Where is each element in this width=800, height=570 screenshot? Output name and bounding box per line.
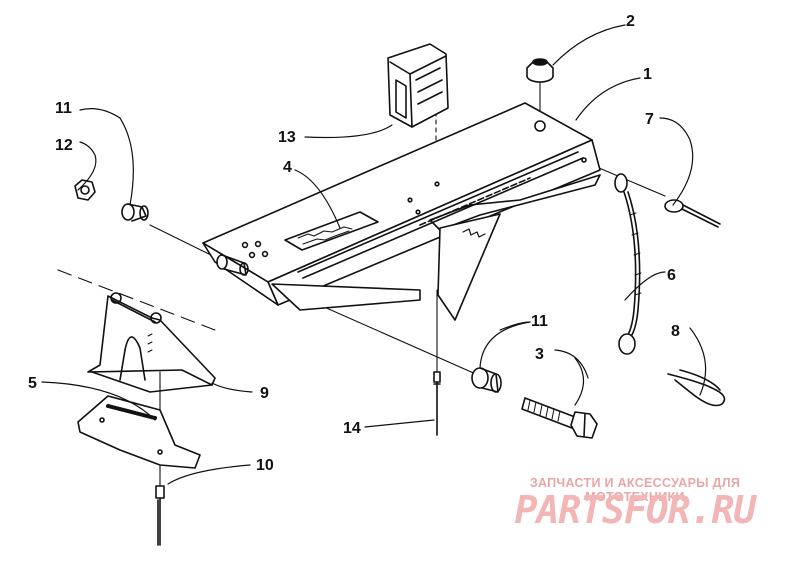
mount-stand [87, 292, 216, 393]
clip-part [387, 43, 449, 128]
callout-1: 1 [643, 66, 652, 83]
main-plate [202, 102, 601, 321]
callout-9: 9 [260, 385, 269, 402]
callout-5: 5 [28, 375, 37, 392]
callout-12: 12 [55, 137, 73, 154]
rivet-center [433, 371, 441, 436]
base-pad [77, 395, 201, 469]
callout-11-upper: 11 [55, 100, 72, 117]
callout-labels: 1 2 3 4 5 6 7 8 9 10 11 11 12 13 14 [28, 13, 680, 474]
callout-2: 2 [626, 13, 635, 30]
watermark-tagline: ЗАПЧАСТИ И АКСЕССУАРЫ ДЛЯ МОТОТЕХНИКИ [529, 476, 741, 504]
rivet-lower [155, 485, 165, 546]
retaining-pin [664, 199, 721, 228]
bushing-mid [216, 254, 249, 276]
callout-3: 3 [535, 346, 544, 363]
callout-8: 8 [671, 323, 680, 340]
strap [614, 173, 642, 355]
callout-14: 14 [343, 420, 361, 437]
decal-label [284, 211, 379, 251]
callout-11-lower: 11 [531, 313, 548, 330]
callout-7: 7 [645, 111, 654, 128]
callout-10: 10 [256, 457, 274, 474]
hair-clip [667, 369, 726, 407]
bushing-lower [471, 367, 502, 393]
bushing-upper [121, 203, 149, 222]
callout-13: 13 [278, 129, 296, 146]
lock-nut [74, 179, 96, 201]
callout-4: 4 [283, 159, 292, 176]
callout-6: 6 [667, 267, 676, 284]
leader-lines [41, 24, 707, 485]
rubber-nut [526, 58, 554, 83]
watermark-logo: PARTSFOR.RU [514, 488, 757, 532]
bolt [521, 397, 598, 439]
